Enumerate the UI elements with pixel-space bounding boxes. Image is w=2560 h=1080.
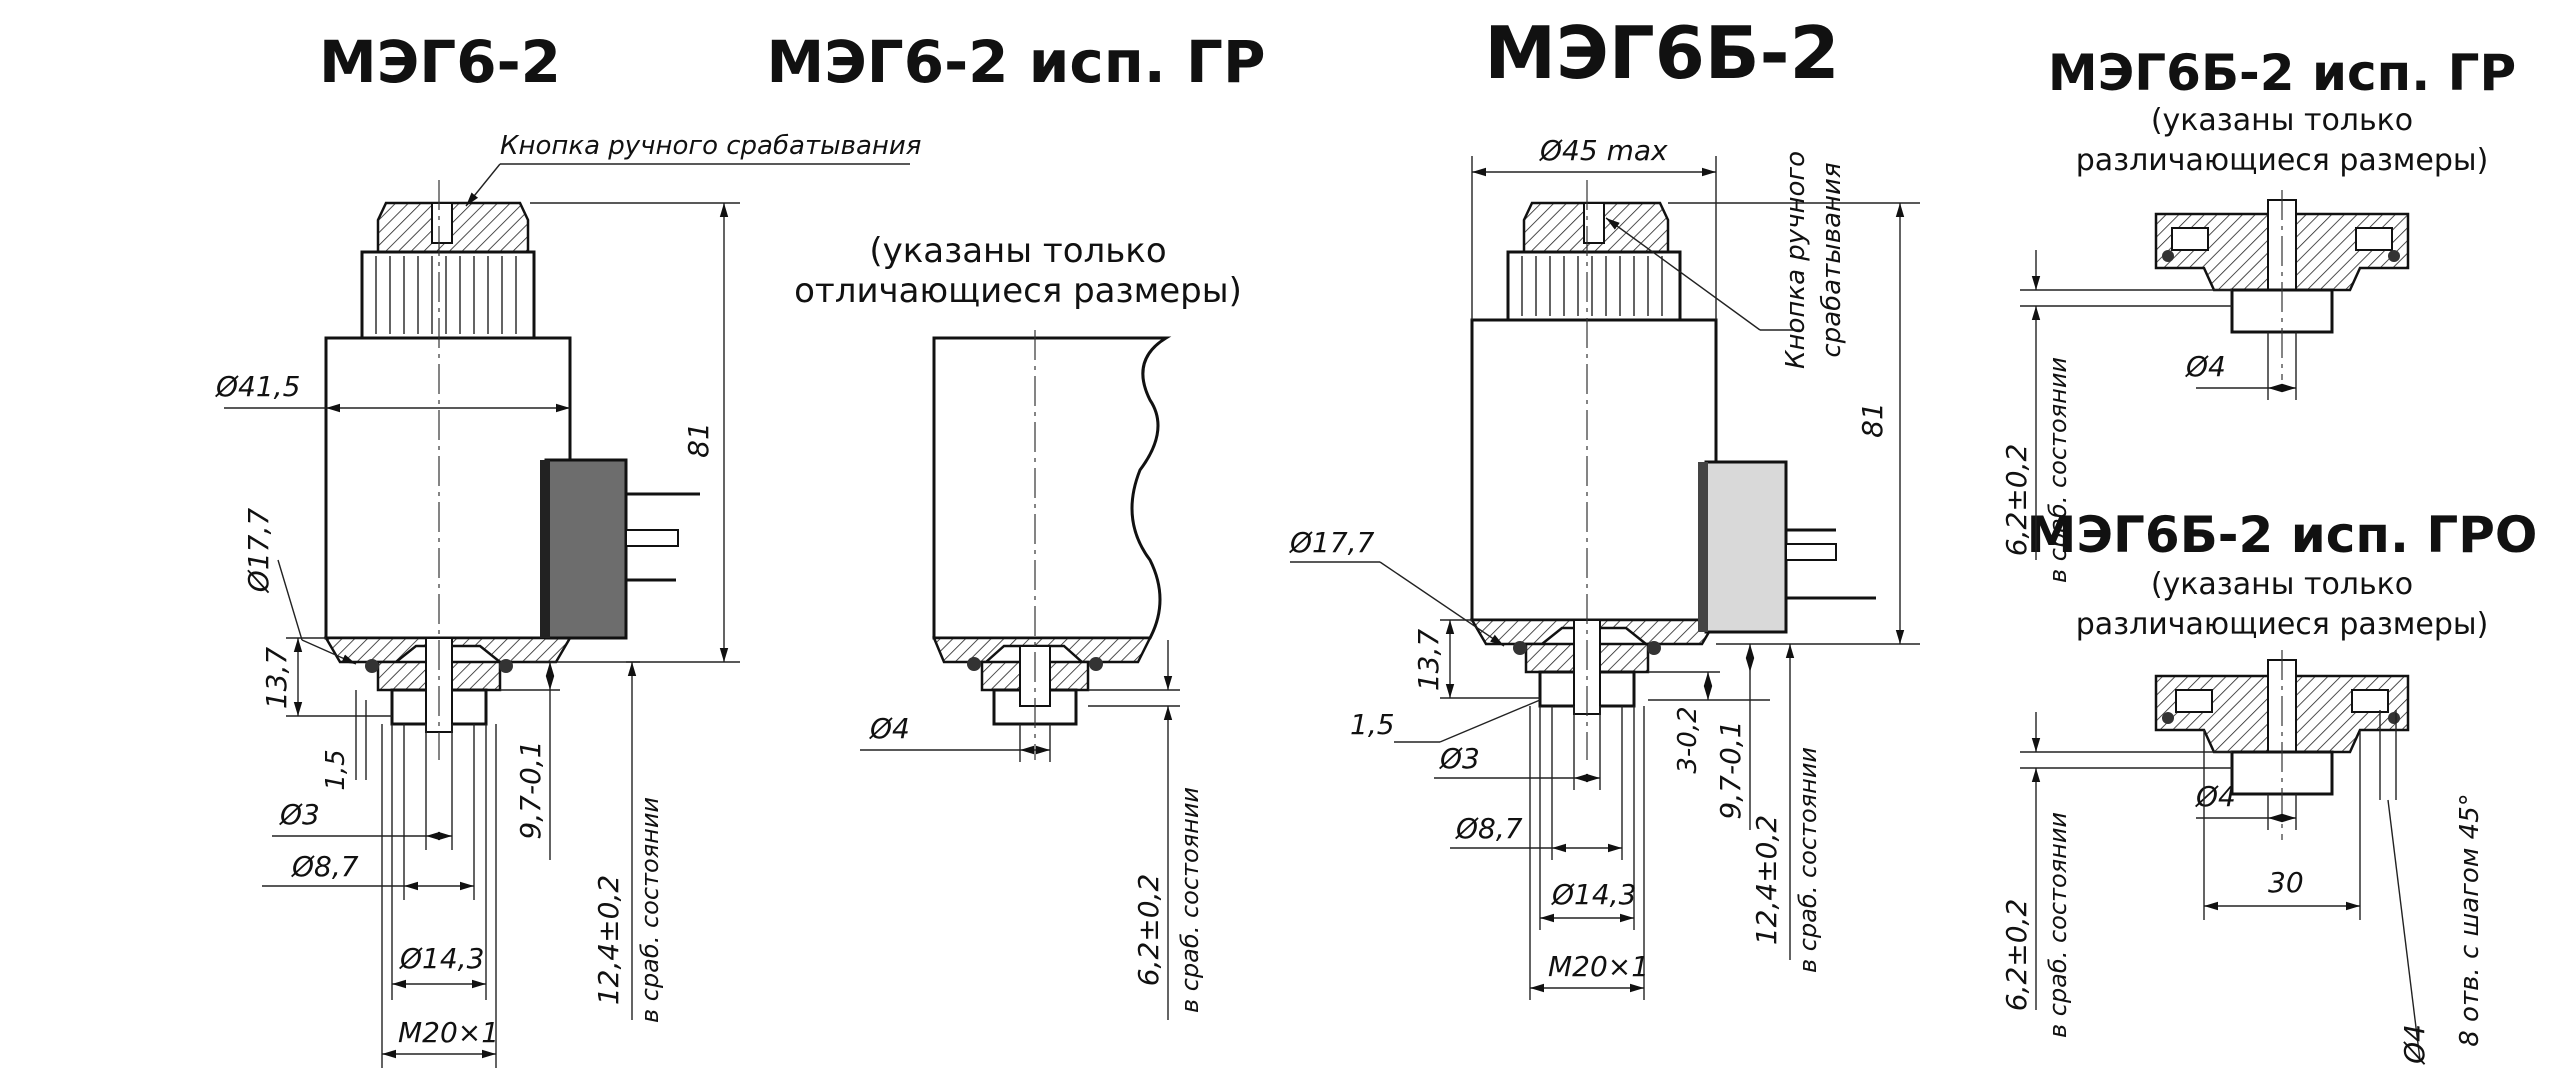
drawing-meg6b-2: Ø45 max 81 Кнопка ручного срабатывания Ø… (1289, 134, 1920, 1000)
meg6-2-dim-d14-3: Ø14,3 (399, 942, 484, 975)
meg6b-2-dim-12-4-note: в сраб. состоянии (1794, 747, 1822, 973)
drawing-meg6-2: 81 Ø41,5 Кнопка ручного срабатывания Ø17… (215, 131, 921, 1068)
meg6-2-dim-m20x1: M20×1 (398, 1016, 499, 1049)
title-meg6-2-gr: МЭГ6-2 исп. ГР (766, 28, 1265, 96)
meg6b-2-gro-dim-6-2: 6,2±0,2 (2000, 899, 2033, 1012)
meg6-2-gr-dim-d4: Ø4 (869, 712, 910, 745)
meg6b-2-gr-dim-6-2: 6,2±0,2 (2000, 444, 2033, 557)
meg6b-2-button-label-1: Кнопка ручного (1781, 151, 1811, 369)
note-b-gr-line2: различающиеся размеры) (2076, 143, 2489, 178)
meg6-2-dim-81: 81 (682, 422, 715, 458)
drawing-meg6b-2-gr: Ø4 6,2±0,2 в сраб. состоянии (2000, 190, 2410, 583)
note-b-gro-line2: различающиеся размеры) (2076, 607, 2489, 642)
meg6-2-dim-d3: Ø3 (279, 798, 320, 831)
meg6b-2-dim-d8-7: Ø8,7 (1455, 812, 1523, 845)
meg6b-2-dim-13-7: 13,7 (1412, 629, 1445, 692)
drawing-meg6b-2-gro: Ø4 30 6,2±0,2 в сраб. состоянии Ø4 8 отв… (2000, 650, 2485, 1065)
meg6b-2-dim-81: 81 (1856, 402, 1889, 438)
meg6b-2-dim-9-7: 9,7-0,1 (1714, 720, 1747, 819)
meg6-2-dim-9-7: 9,7-0,1 (514, 740, 547, 839)
meg6-2-dim-d41-5: Ø41,5 (215, 370, 300, 403)
meg6b-2-dim-d14-3: Ø14,3 (1551, 878, 1636, 911)
drawing-meg6-2-gr: Ø4 6,2±0,2 в сраб. состоянии (860, 330, 1204, 1020)
meg6-2-dim-13-7: 13,7 (260, 647, 293, 710)
meg6b-2-gro-dim-d4-holes: Ø4 (2398, 1024, 2431, 1065)
meg6-2-dim-1-5: 1,5 (321, 749, 351, 790)
note-b-gro-line1: (указаны только (2151, 567, 2413, 602)
meg6b-2-gr-dim-6-2-note: в сраб. состоянии (2044, 357, 2072, 583)
meg6b-2-dim-d45: Ø45 max (1539, 134, 1668, 167)
meg6-2-gr-dim-6-2: 6,2±0,2 (1132, 874, 1165, 987)
meg6-2-dim-d17-7: Ø17,7 (242, 508, 275, 594)
meg6b-2-gro-dim-d4: Ø4 (2195, 780, 2236, 813)
meg6-2-dim-12-4: 12,4±0,2 (592, 875, 625, 1005)
note-b-gr-line1: (указаны только (2151, 103, 2413, 138)
meg6b-2-gro-holes-note: 8 отв. с шагом 45° (2455, 793, 2485, 1047)
meg6b-2-gro-dim-6-2-note: в сраб. состоянии (2044, 812, 2072, 1038)
meg6-2-dim-12-4-note: в сраб. состоянии (636, 797, 664, 1023)
meg6b-2-dim-d17-7: Ø17,7 (1289, 526, 1375, 559)
meg6b-2-gr-dim-d4: Ø4 (2185, 350, 2226, 383)
meg6b-2-button-label-2: срабатывания (1817, 162, 1847, 357)
meg6-2-button-label: Кнопка ручного срабатывания (500, 131, 921, 161)
meg6b-2-dim-1-5: 1,5 (1350, 708, 1395, 741)
meg6b-2-dim-d3: Ø3 (1439, 742, 1480, 775)
meg6b-2-dim-3: 3-0,2 (1673, 706, 1703, 773)
title-meg6b-2: МЭГ6Б-2 (1484, 11, 1839, 95)
meg6b-2-dim-12-4: 12,4±0,2 (1750, 815, 1783, 945)
note-gr-line1: (указаны только (869, 231, 1166, 271)
title-meg6b-2-gr: МЭГ6Б-2 исп. ГР (2048, 44, 2516, 102)
meg6b-2-gro-dim-30: 30 (2268, 866, 2304, 899)
meg6-2-gr-dim-6-2-note: в сраб. состоянии (1176, 787, 1204, 1013)
title-meg6b-2-gro: МЭГ6Б-2 исп. ГРО (2027, 506, 2538, 564)
meg6b-2-dim-m20x1: M20×1 (1548, 950, 1649, 983)
meg6-2-dim-d8-7: Ø8,7 (291, 850, 359, 883)
title-meg6-2: МЭГ6-2 (319, 28, 561, 96)
note-gr-line2: отличающиеся размеры) (794, 271, 1242, 311)
